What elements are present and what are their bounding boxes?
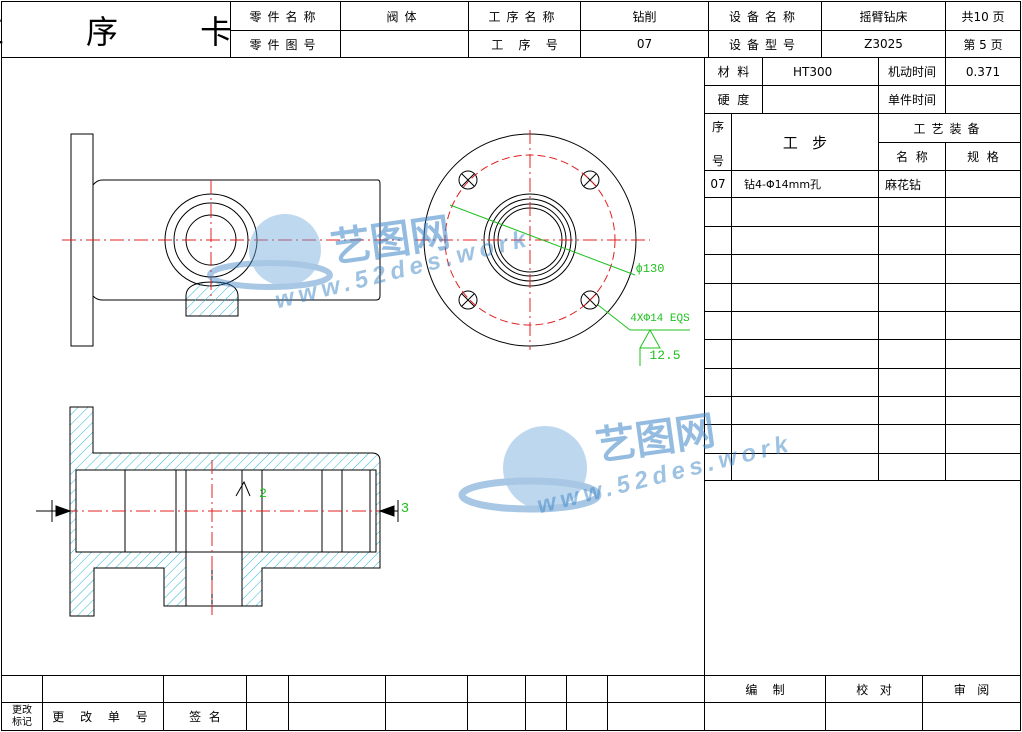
step-header: 工 步 — [782, 133, 828, 152]
review-label: 审 阅 — [953, 682, 990, 697]
machine-time-label: 机动时间 — [887, 65, 936, 79]
seq-label-top: 序 — [711, 119, 724, 134]
equipment-name-label: 设备名称 — [728, 9, 801, 24]
process-no-label: 工 序 号 — [491, 37, 558, 52]
section-arrows — [36, 480, 399, 522]
part-name-label: 零件名称 — [249, 9, 322, 24]
equipment-model-label: 设备型号 — [728, 37, 801, 52]
step-tool-name: 麻花钻 — [885, 177, 922, 192]
equipment-name-value: 摇臂钻床 — [859, 9, 908, 24]
part-drawing-value — [341, 31, 468, 57]
section-mark-3: 3 — [400, 501, 410, 517]
section-mark-2: 2 — [259, 485, 267, 501]
seq-label-bottom: 号 — [711, 153, 724, 168]
step-tool-spec — [946, 171, 1020, 197]
process-name-label: 工序名称 — [488, 9, 561, 24]
compile-label: 编 制 — [745, 682, 785, 697]
step-description: 钻4-Φ14mm孔 — [744, 178, 822, 191]
dim-holes: 4XΦ14 EQS — [630, 313, 690, 325]
equipment-header: 工艺装备 — [913, 121, 986, 136]
unit-time-value — [946, 86, 1020, 113]
material-label: 材 料 — [717, 65, 750, 79]
material-value: HT300 — [793, 64, 833, 79]
machine-time-value: 0.371 — [965, 64, 1001, 79]
part-drawing-label: 零件图号 — [249, 37, 322, 52]
hardness-value — [763, 86, 878, 113]
check-label: 校 对 — [856, 682, 892, 697]
unit-time-label: 单件时间 — [887, 93, 936, 107]
dim-depth: 12.5 — [649, 347, 681, 363]
change-no-label: 更 改 单 号 — [52, 710, 154, 724]
side-view-centerlines — [62, 180, 400, 300]
step-seq: 07 — [710, 177, 726, 191]
sign-label: 签 名 — [189, 710, 221, 724]
revision-label: 更改标记 — [12, 704, 32, 728]
dimension-lines — [449, 204, 690, 366]
watermark-logo — [207, 214, 602, 513]
tool-spec-header: 规 格 — [967, 150, 999, 164]
page-number: 第 5 页 — [963, 37, 1003, 52]
tool-name-header: 名 称 — [896, 150, 928, 164]
card-title: 工 序 卡 — [0, 12, 269, 51]
hardness-label: 硬 度 — [717, 93, 750, 107]
part-name-value: 阀体 — [386, 9, 423, 24]
dim-phi130: ϕ130 — [635, 262, 665, 276]
flange-bolt-circle — [415, 130, 650, 350]
total-pages: 共10 页 — [961, 9, 1005, 24]
process-name-value: 钻削 — [632, 9, 657, 24]
equipment-model-value: Z3025 — [864, 37, 903, 51]
process-no-value: 07 — [636, 37, 653, 51]
section-view-centerlines — [40, 460, 400, 615]
